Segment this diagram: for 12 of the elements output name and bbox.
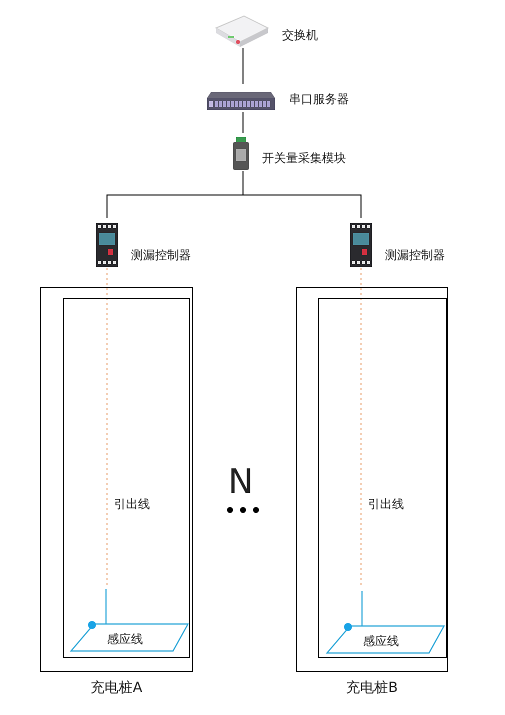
device-label: 交换机 <box>282 27 318 44</box>
pile-label: 充电桩B <box>345 679 399 697</box>
device-label: 开关量采集模块 <box>262 150 346 167</box>
inner-frame <box>63 298 190 658</box>
pile-label: 充电桩A <box>90 679 144 697</box>
device-label: 测漏控制器 <box>131 247 191 264</box>
inner-frame <box>318 298 447 658</box>
sensor-label: 感应线 <box>363 633 399 650</box>
device-label: 串口服务器 <box>289 91 349 108</box>
sensor-label: 感应线 <box>107 631 143 648</box>
device-label: 测漏控制器 <box>385 247 445 264</box>
n-label: N <box>228 462 254 502</box>
